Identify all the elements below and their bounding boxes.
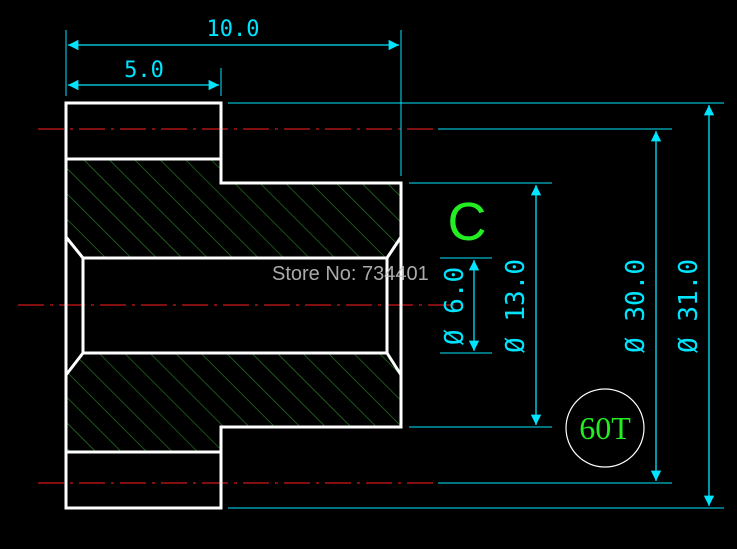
- chamfer-left-bottom: [64, 352, 85, 376]
- pitch-diameter-label: Ø 30.0: [621, 259, 651, 353]
- chamfer-right-bottom: [385, 352, 403, 376]
- hub-diameter-label: Ø 13.0: [501, 259, 531, 353]
- overall-length-label: 10.0: [207, 17, 260, 42]
- bore-diameter-label: Ø 6.0: [440, 267, 470, 345]
- outer-profile: [64, 101, 403, 510]
- extension-lines: [65, 30, 724, 509]
- center-lines: [18, 128, 468, 484]
- dimension-lines: [68, 39, 715, 506]
- part-outline: [64, 101, 403, 510]
- hub-length-label: 5.0: [124, 58, 164, 83]
- chamfer-left-top: [64, 236, 85, 259]
- profile-type-letter: C: [448, 192, 487, 252]
- outer-diameter-label: Ø 31.0: [674, 259, 704, 353]
- tooth-count-badge: 60T: [565, 388, 645, 468]
- chamfer-right-top: [385, 236, 403, 259]
- upper-hatch-region: [66, 159, 401, 258]
- badge-circle: [565, 388, 645, 468]
- lower-hatch-region: [66, 353, 401, 452]
- store-watermark: Store No: 734401: [272, 263, 429, 285]
- badge-text: 60T: [579, 410, 631, 446]
